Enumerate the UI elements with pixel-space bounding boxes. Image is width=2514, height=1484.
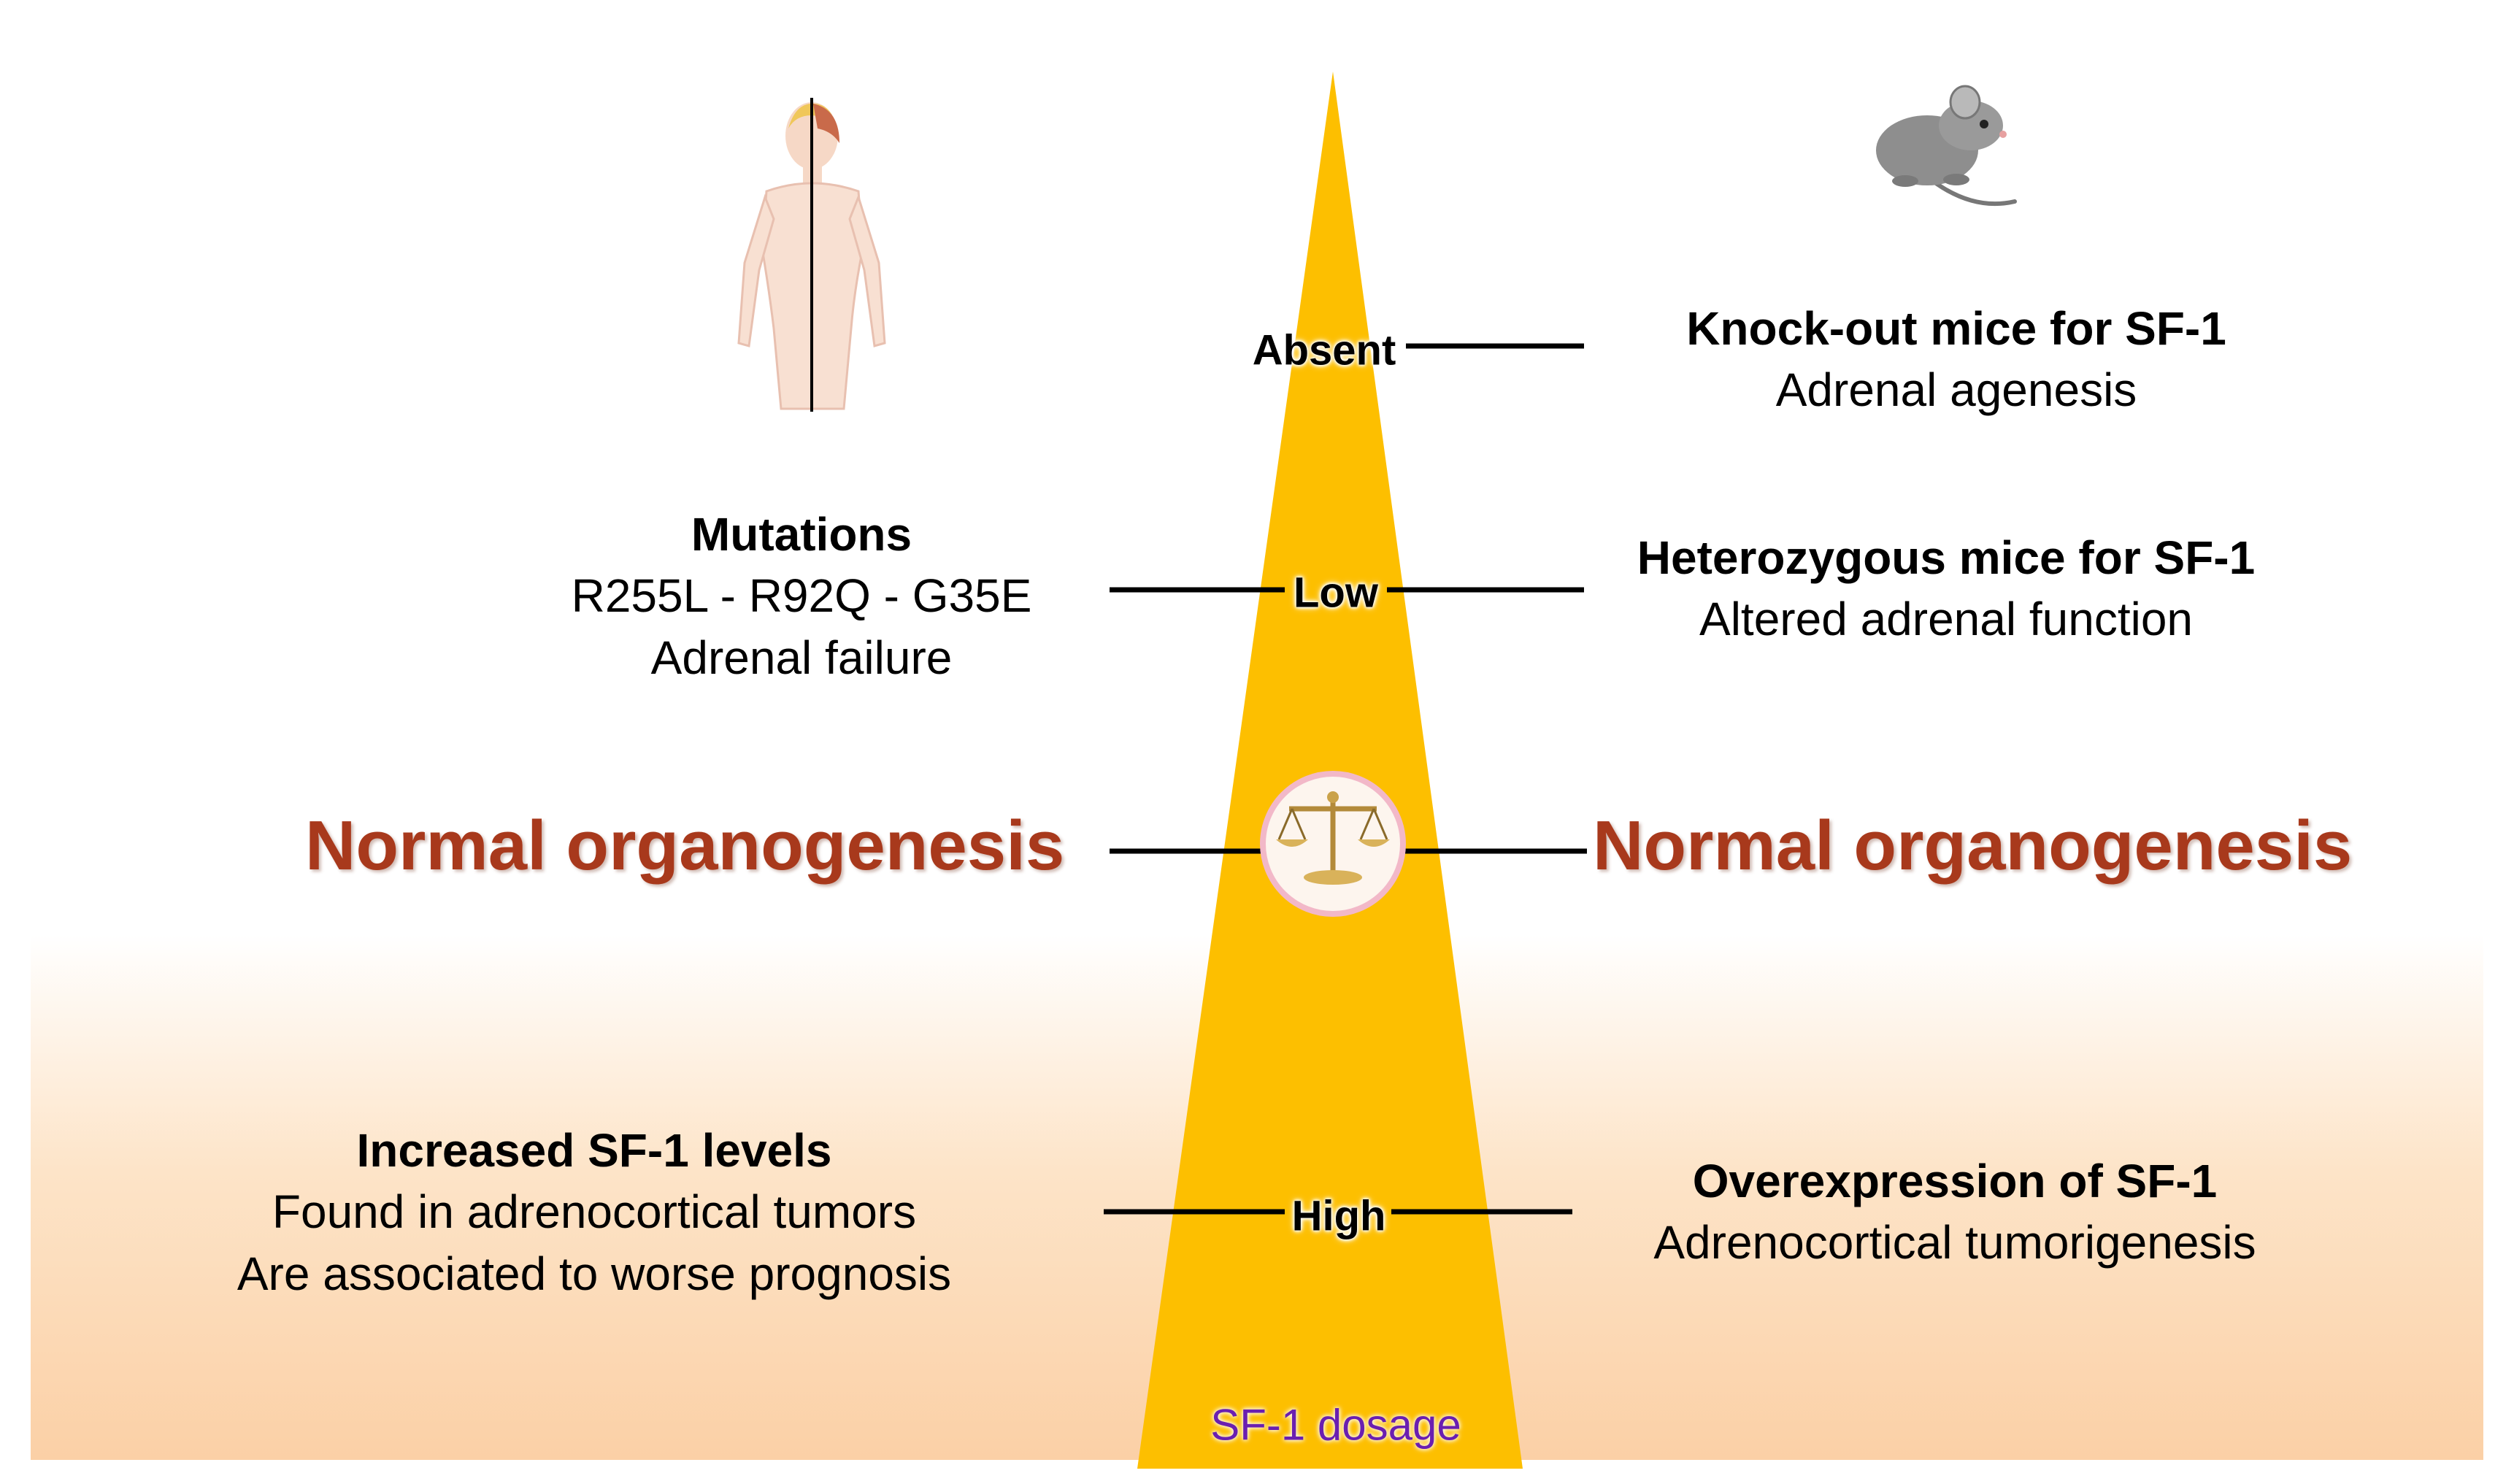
increased-title: Increased SF-1 levels	[356, 1124, 832, 1177]
mutations-effect: Adrenal failure	[650, 631, 953, 684]
mutations-variants: R255L - R92Q - G35E	[571, 569, 1032, 623]
human-body-icon	[737, 98, 886, 412]
balance-scale-icon	[1260, 771, 1406, 917]
sf1-dosage-axis-label: SF-1 dosage	[1210, 1400, 1461, 1450]
overexpression-effect: Adrenocortical tumorigenesis	[1653, 1216, 2256, 1269]
mouse-icon	[1876, 85, 2017, 207]
normal-organogenesis-human: Normal organogenesis	[305, 807, 1065, 885]
heterozygous-block: Heterozygous mice for SF-1 Altered adren…	[1637, 527, 2255, 650]
increased-line2: Are associated to worse prognosis	[237, 1247, 952, 1300]
level-high-label: High	[1291, 1192, 1386, 1240]
level-low-label: Low	[1293, 569, 1378, 617]
increased-levels-block: Increased SF-1 levels Found in adrenocor…	[237, 1120, 951, 1304]
knockout-effect: Adrenal agenesis	[1775, 364, 2137, 417]
heterozygous-title: Heterozygous mice for SF-1	[1637, 531, 2256, 584]
normal-organogenesis-mouse: Normal organogenesis	[1593, 807, 2353, 885]
knockout-block: Knock-out mice for SF-1 Adrenal agenesis	[1686, 298, 2226, 421]
mutations-title: Mutations	[691, 508, 912, 561]
level-absent-label: Absent	[1252, 326, 1396, 374]
sf1-dosage-pyramid	[1137, 72, 1523, 1469]
heterozygous-effect: Altered adrenal function	[1699, 593, 2193, 646]
overexpression-block: Overexpression of SF-1 Adrenocortical tu…	[1653, 1150, 2256, 1274]
mutations-block: Mutations R255L - R92Q - G35E Adrenal fa…	[572, 504, 1032, 688]
overexpression-title: Overexpression of SF-1	[1692, 1155, 2218, 1207]
knockout-title: Knock-out mice for SF-1	[1686, 302, 2226, 355]
increased-line1: Found in adrenocortical tumors	[272, 1185, 917, 1239]
